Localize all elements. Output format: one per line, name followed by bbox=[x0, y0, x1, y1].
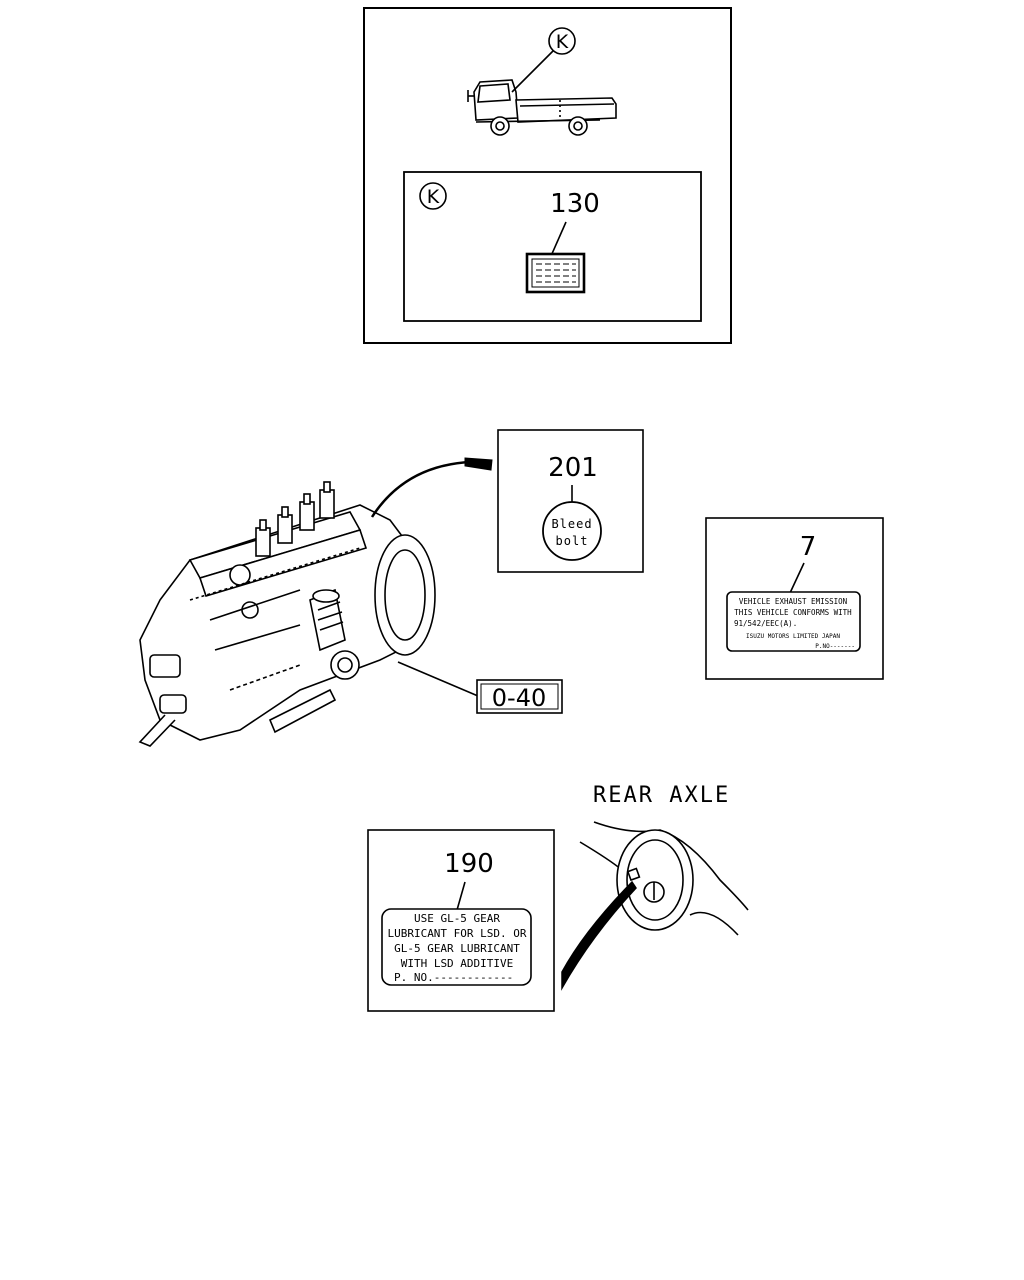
callout-circle bbox=[548, 27, 576, 55]
inset-callout-circle bbox=[419, 182, 447, 210]
emission-label-panel: 7 VEHICLE EXHAUST EMISSION THIS VEHICLE … bbox=[705, 517, 884, 680]
part-number-201: 201 bbox=[548, 453, 598, 483]
bleed-bolt-panel: 201 Bleed bolt bbox=[497, 429, 644, 573]
bleed-bolt-label-circle bbox=[542, 501, 602, 561]
gear-lubricant-panel: 190 USE GL-5 GEAR LUBRICANT FOR LSD. OR … bbox=[367, 829, 555, 1012]
gear-line-2: LUBRICANT FOR LSD. OR bbox=[387, 927, 526, 940]
bleed-label-line1: Bleed bbox=[551, 517, 592, 531]
gear-line-1: USE GL-5 GEAR bbox=[414, 912, 500, 925]
connector-arc-axle bbox=[561, 880, 637, 991]
emission-line-1: VEHICLE EXHAUST EMISSION bbox=[739, 597, 847, 606]
reference-code: 0-40 bbox=[492, 684, 546, 712]
bleed-label-line2: bolt bbox=[556, 534, 589, 548]
reference-leader bbox=[397, 661, 479, 697]
connector-arc-end bbox=[464, 457, 493, 471]
emission-line-3: 91/542/EEC(A). bbox=[734, 619, 797, 628]
gear-line-3: GL-5 GEAR LUBRICANT bbox=[394, 942, 520, 955]
emission-line-4: ISUZU MOTORS LIMITED JAPAN bbox=[746, 633, 840, 640]
inset-letter: K bbox=[427, 186, 440, 208]
rear-axle-title: REAR AXLE bbox=[593, 783, 730, 808]
injection-pump-illustration bbox=[138, 481, 436, 747]
reference-box-inner bbox=[480, 683, 559, 710]
part-number-7: 7 bbox=[800, 532, 817, 562]
gear-label bbox=[381, 908, 532, 986]
part-number-190: 190 bbox=[444, 849, 494, 879]
truck-illustration bbox=[467, 79, 617, 136]
label-plate-icon bbox=[525, 252, 586, 294]
gear-line-5: P. NO.------------ bbox=[394, 971, 513, 984]
callout-leader bbox=[511, 50, 554, 93]
part-number-130: 130 bbox=[550, 189, 600, 219]
gear-leader bbox=[456, 881, 466, 911]
reference-box bbox=[476, 679, 563, 714]
emission-line-2: THIS VEHICLE CONFORMS WITH bbox=[734, 608, 852, 617]
vehicle-label-panel: K K 130 bbox=[363, 7, 732, 344]
label-leader bbox=[550, 221, 567, 257]
emission-line-5: P.NO------- bbox=[815, 643, 855, 650]
rear-axle-illustration bbox=[579, 821, 749, 936]
emission-label bbox=[726, 591, 861, 652]
emission-leader bbox=[789, 562, 805, 594]
inset-frame bbox=[403, 171, 702, 322]
gear-line-4: WITH LSD ADDITIVE bbox=[401, 957, 514, 970]
connector-arc-bleed bbox=[370, 460, 491, 518]
callout-letter: K bbox=[556, 31, 569, 53]
